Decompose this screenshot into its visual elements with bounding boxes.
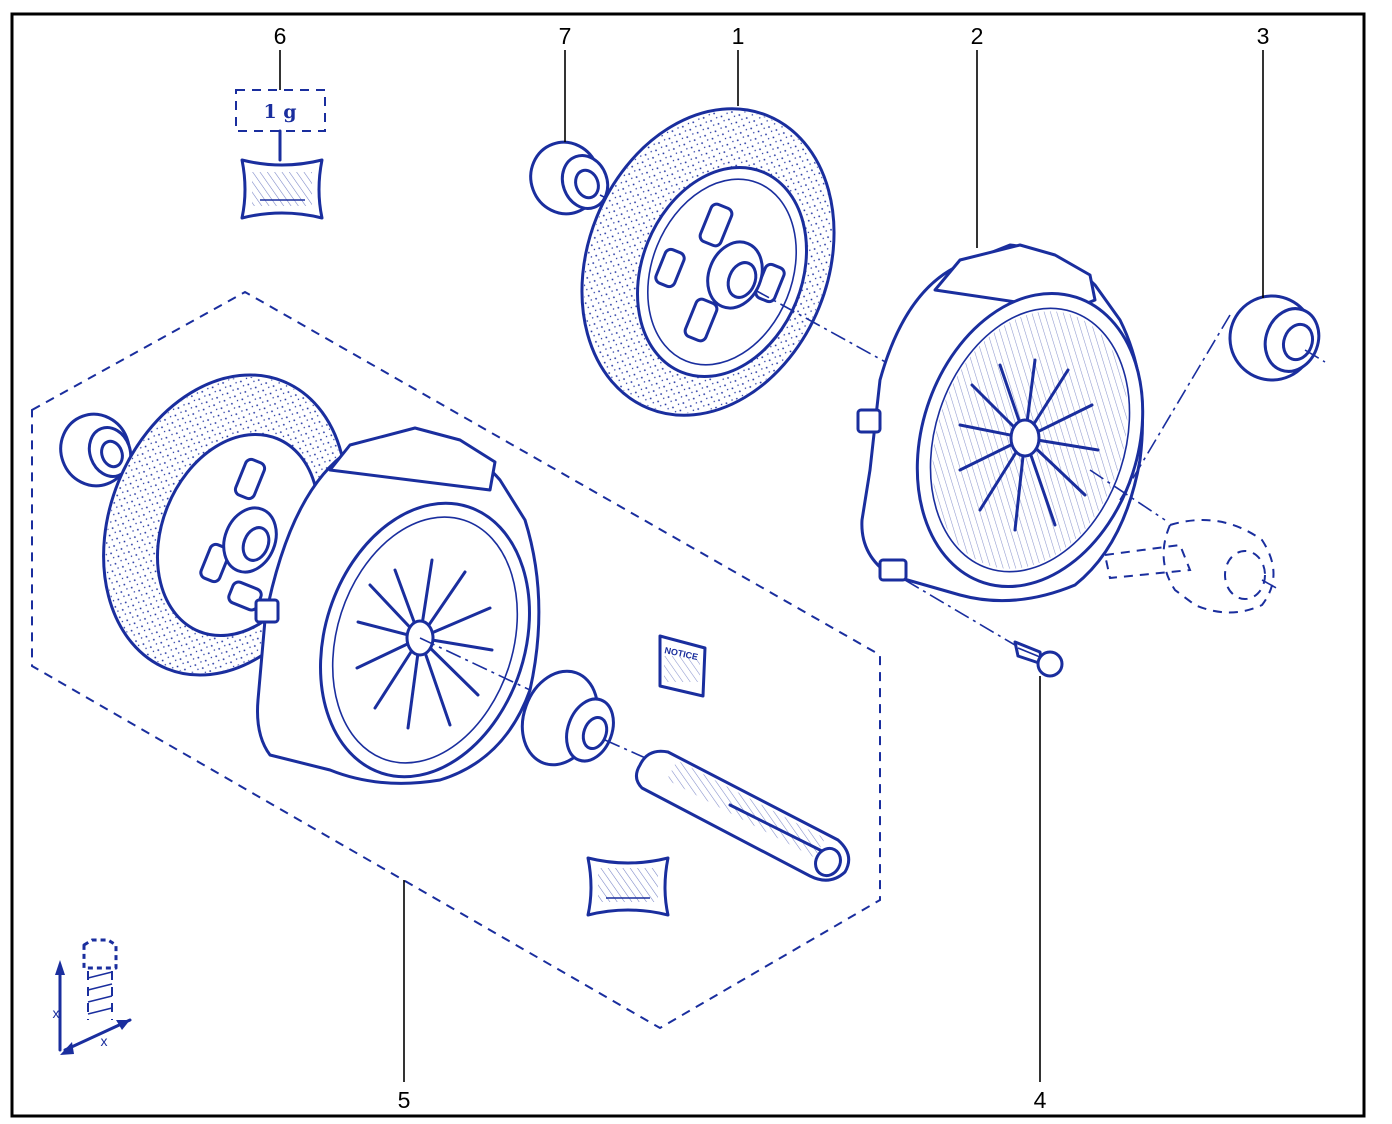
grease-sachet-part-6: 1 g [235,89,326,220]
callout-1: 1 [732,23,745,49]
slave-cylinder-dashed [1089,469,1281,614]
clutch-kit-part-5: NOTICE [31,290,881,1030]
bolt-dimension-symbol: x x [53,938,132,1055]
release-bearing-part-3 [1119,294,1326,501]
callouts: 6 7 1 2 3 4 5 [274,23,1270,1113]
pressure-plate-part-2 [856,243,1145,603]
callout-3: 3 [1257,23,1270,49]
callout-2: 2 [971,23,984,49]
callout-4: 4 [1034,1087,1047,1113]
bolt-part-4 [904,579,1064,678]
clutch-disc-part-1 [580,107,836,417]
callout-6: 6 [274,23,287,49]
dimension-label-vertical: x [53,1005,60,1021]
grease-quantity-label: 1 g [263,101,296,123]
callout-5: 5 [398,1087,411,1113]
dimension-label-horizontal: x [101,1033,108,1049]
callout-7: 7 [559,23,572,49]
